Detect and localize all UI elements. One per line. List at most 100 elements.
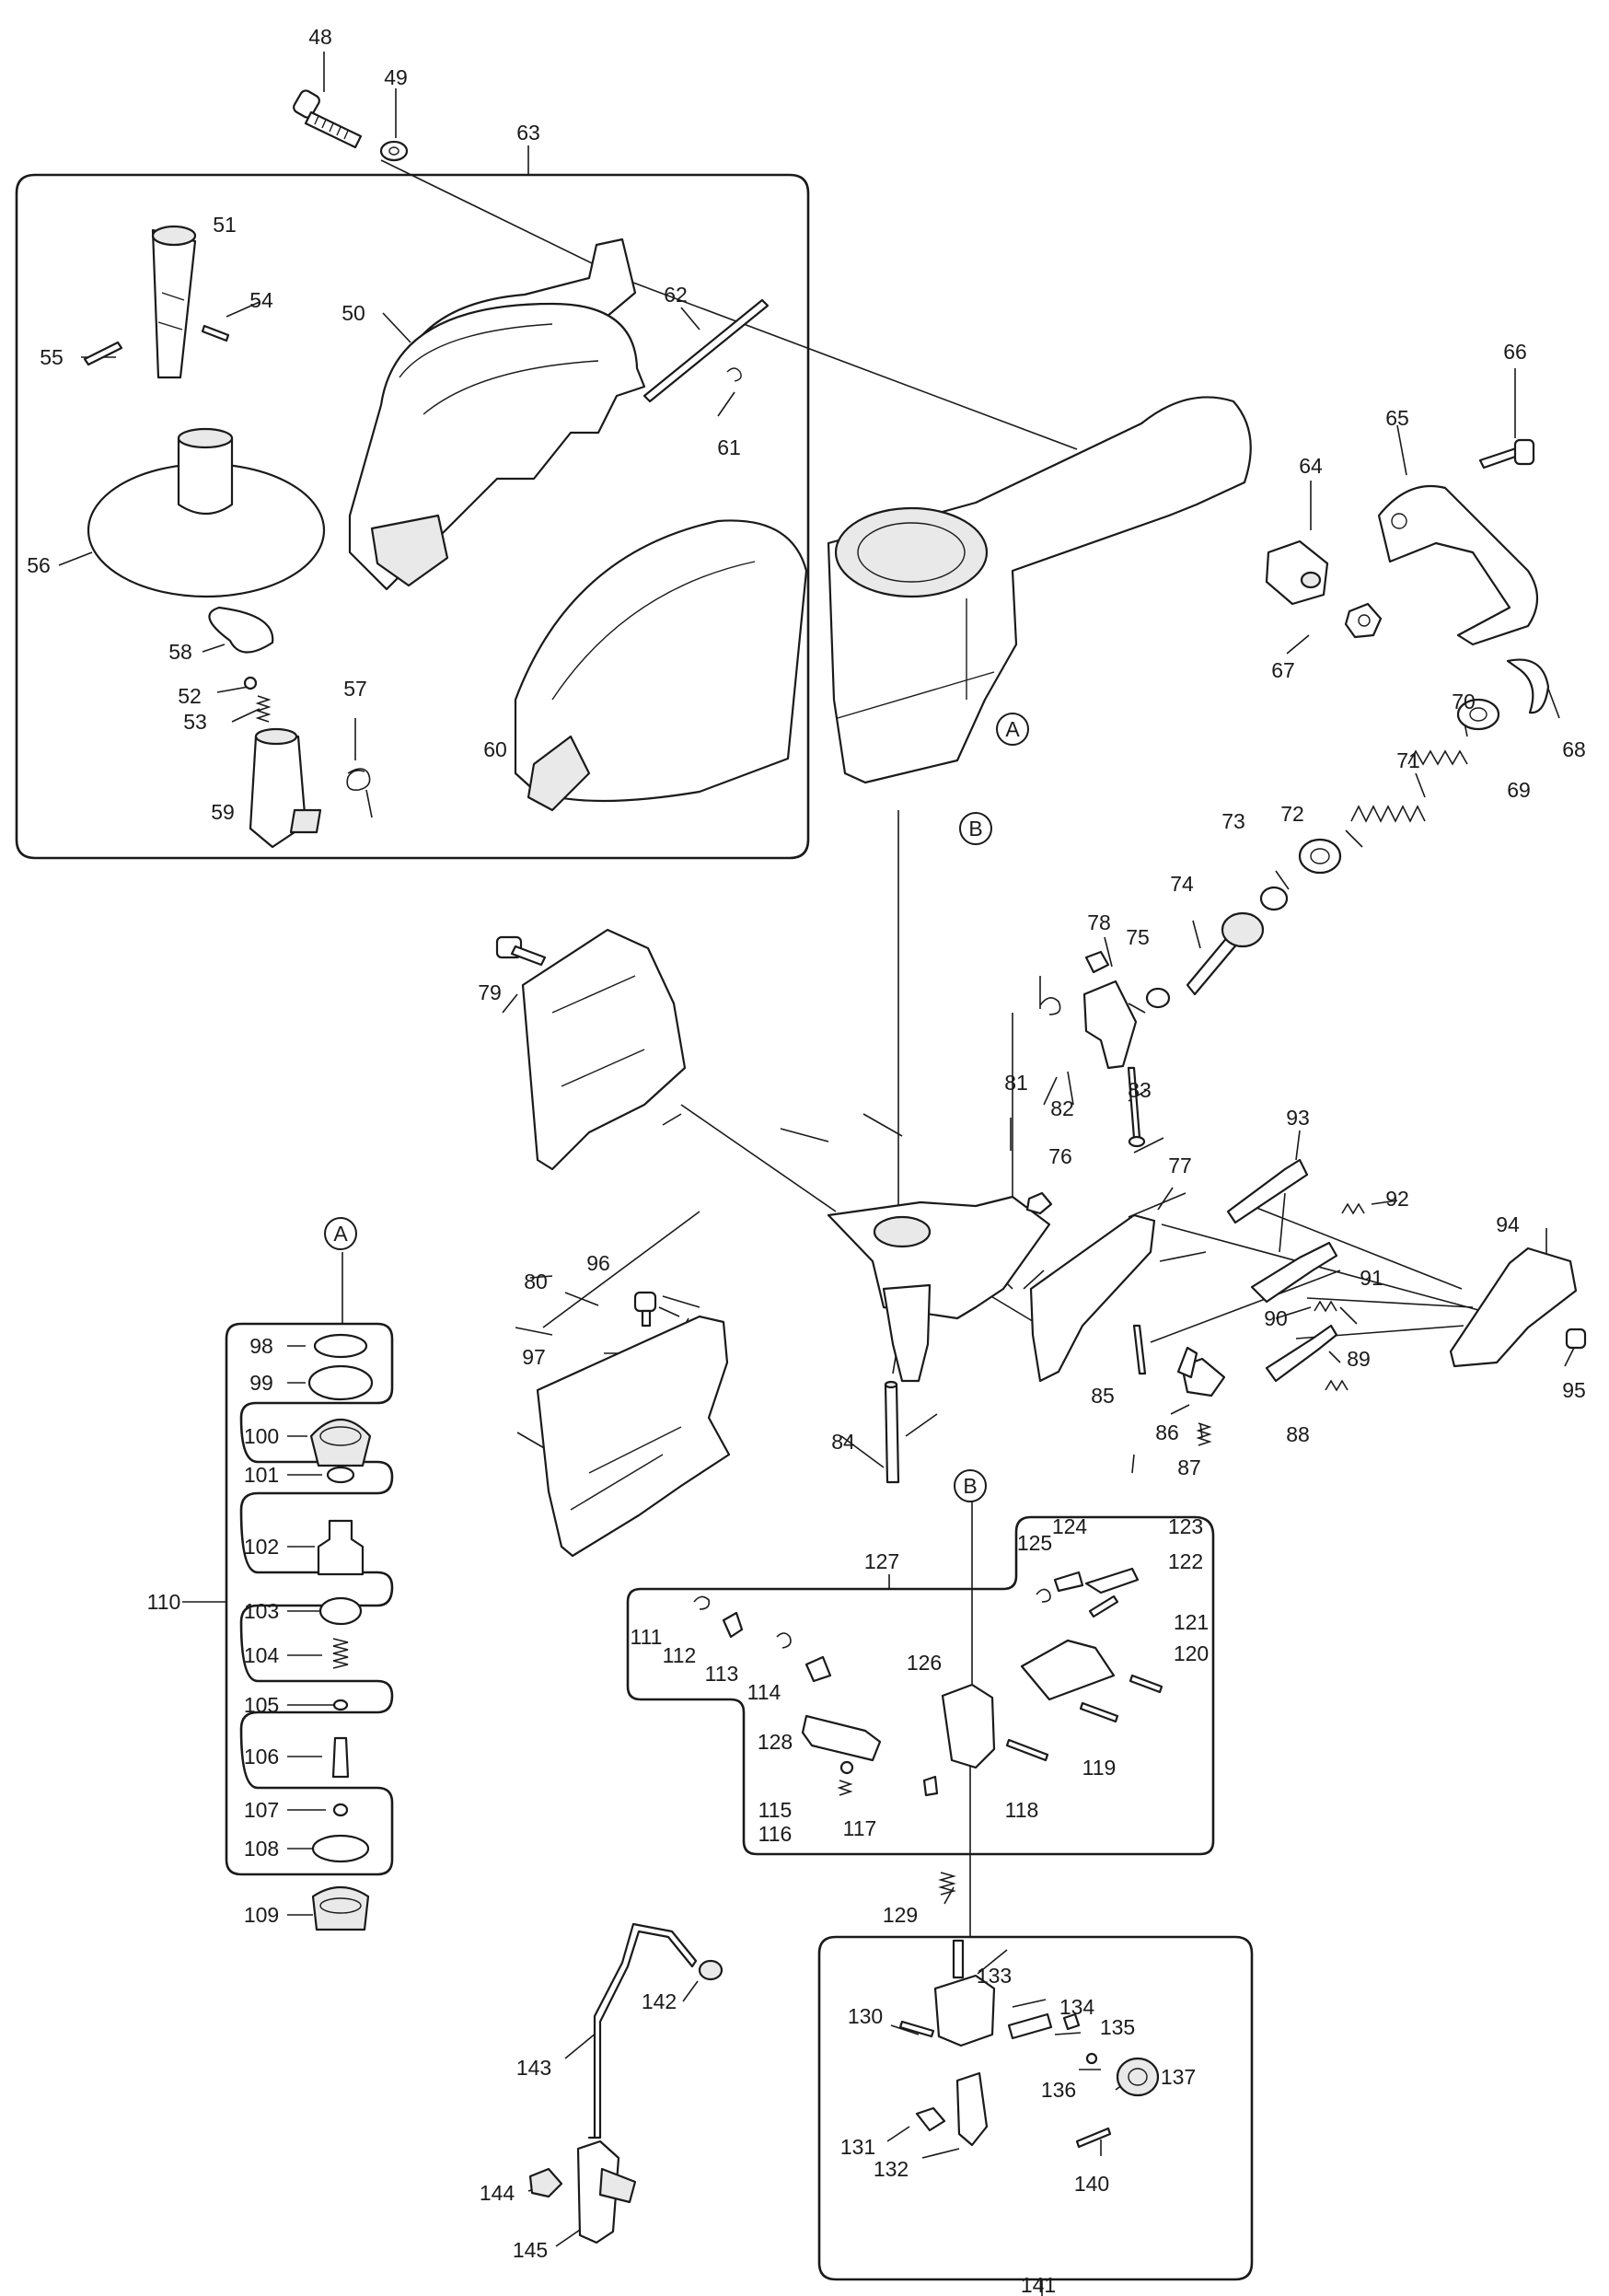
label-135: 135 xyxy=(1100,2015,1135,2039)
part-123-lever xyxy=(1084,1567,1140,1594)
label-69: 69 xyxy=(1507,778,1531,802)
label-48: 48 xyxy=(308,25,332,49)
part-122-pin xyxy=(1088,1594,1119,1618)
assembly-box-127 xyxy=(626,1515,1215,1856)
assembly-box-110 xyxy=(225,1322,394,1876)
part-96-screw xyxy=(633,1291,657,1328)
part-99-o-ring xyxy=(307,1364,374,1401)
part-84-driver-pin xyxy=(884,1380,900,1484)
part-56-disc xyxy=(87,427,326,598)
label-122: 122 xyxy=(1168,1549,1203,1573)
label-101: 101 xyxy=(244,1463,279,1487)
label-110: 110 xyxy=(147,1590,181,1614)
part-61-e-ring xyxy=(726,367,742,382)
label-84: 84 xyxy=(831,1430,855,1454)
label-141: 141 xyxy=(1021,2273,1056,2296)
part-112-part xyxy=(722,1611,744,1639)
label-85: 85 xyxy=(1091,1384,1115,1408)
label-64: 64 xyxy=(1299,454,1323,478)
ref-marker-a-body: A xyxy=(996,713,1029,746)
part-52-ball xyxy=(243,676,258,690)
part-121-lever xyxy=(1020,1639,1116,1701)
label-89: 89 xyxy=(1347,1347,1371,1371)
part-100-cap xyxy=(309,1418,372,1467)
part-74-valve xyxy=(1186,911,1265,996)
part-78-nut xyxy=(1084,950,1110,974)
label-106: 106 xyxy=(244,1745,279,1768)
label-107: 107 xyxy=(244,1798,279,1822)
part-143-tube xyxy=(587,1922,698,2139)
part-113-spring xyxy=(776,1632,792,1649)
label-112: 112 xyxy=(663,1643,697,1667)
assembly-box-141 xyxy=(817,1935,1254,2281)
part-85-pin xyxy=(1132,1324,1147,1375)
part-59-plunger xyxy=(249,727,322,849)
label-129: 129 xyxy=(883,1903,918,1927)
label-70: 70 xyxy=(1452,690,1476,713)
label-137: 137 xyxy=(1161,2065,1196,2089)
label-79: 79 xyxy=(478,980,502,1004)
part-75-o-ring xyxy=(1145,987,1171,1009)
label-80: 80 xyxy=(524,1270,548,1293)
label-76: 76 xyxy=(1048,1144,1072,1168)
part-77-plate xyxy=(1029,1213,1156,1383)
label-77: 77 xyxy=(1168,1154,1192,1177)
part-119-pin xyxy=(1079,1701,1119,1723)
label-115: 115 xyxy=(758,1798,793,1822)
label-78: 78 xyxy=(1087,910,1111,934)
label-83: 83 xyxy=(1128,1078,1152,1102)
label-88: 88 xyxy=(1286,1422,1310,1446)
part-118-pin xyxy=(1005,1738,1049,1762)
label-131: 131 xyxy=(840,2135,875,2159)
label-126: 126 xyxy=(907,1651,942,1675)
label-144: 144 xyxy=(480,2181,515,2205)
part-64-bracket xyxy=(1265,539,1329,606)
part-136-ball xyxy=(1085,2052,1098,2065)
part-125-spring xyxy=(1036,1588,1051,1603)
part-102-valve-stem xyxy=(317,1519,365,1576)
part-144-nut xyxy=(528,2167,563,2198)
label-53: 53 xyxy=(183,710,207,734)
part-labels: 48 49 63 51 54 55 50 62 61 56 58 52 53 5… xyxy=(27,25,1586,2296)
part-53-spring xyxy=(255,695,272,723)
label-98: 98 xyxy=(249,1334,273,1358)
label-105: 105 xyxy=(244,1693,279,1717)
part-134-screw xyxy=(1007,2012,1053,2040)
part-114-part xyxy=(804,1655,832,1683)
label-59: 59 xyxy=(211,800,235,824)
label-55: 55 xyxy=(40,345,64,369)
label-136: 136 xyxy=(1041,2078,1076,2102)
label-134: 134 xyxy=(1059,1995,1095,2019)
part-106-plunger xyxy=(331,1736,350,1779)
svg-text:B: B xyxy=(963,1474,977,1498)
label-130: 130 xyxy=(848,2004,883,2028)
label-127: 127 xyxy=(864,1549,899,1573)
ref-marker-b-trigger: B xyxy=(954,1469,987,1502)
label-91: 91 xyxy=(1360,1266,1383,1290)
label-118: 118 xyxy=(1005,1798,1039,1822)
part-89-lever xyxy=(1265,1324,1338,1383)
part-104-spring xyxy=(332,1638,349,1669)
part-81-spring xyxy=(1039,997,1061,1015)
part-137-cap xyxy=(1116,2057,1160,2097)
part-cylinder-base xyxy=(827,1195,1051,1383)
label-63: 63 xyxy=(516,121,540,145)
part-83-pin xyxy=(1127,1066,1146,1148)
label-86: 86 xyxy=(1155,1421,1179,1444)
label-142: 142 xyxy=(642,1989,677,2013)
part-98-o-ring xyxy=(313,1333,368,1359)
part-132-bracket xyxy=(955,2071,989,2147)
part-57-torsion-spring xyxy=(346,768,373,818)
label-108: 108 xyxy=(244,1837,279,1861)
ref-marker-a-valve: A xyxy=(324,1217,357,1250)
label-119: 119 xyxy=(1082,1756,1117,1780)
label-51: 51 xyxy=(213,213,237,237)
label-95: 95 xyxy=(1562,1378,1586,1402)
part-82-trigger-lever xyxy=(1082,980,1138,1070)
part-109-cap xyxy=(311,1886,370,1931)
part-131-part xyxy=(915,2106,946,2132)
label-94: 94 xyxy=(1496,1212,1520,1236)
part-86-adjuster xyxy=(1176,1346,1226,1397)
part-60-magazine-door xyxy=(514,519,808,812)
part-90-spring xyxy=(1314,1300,1337,1313)
